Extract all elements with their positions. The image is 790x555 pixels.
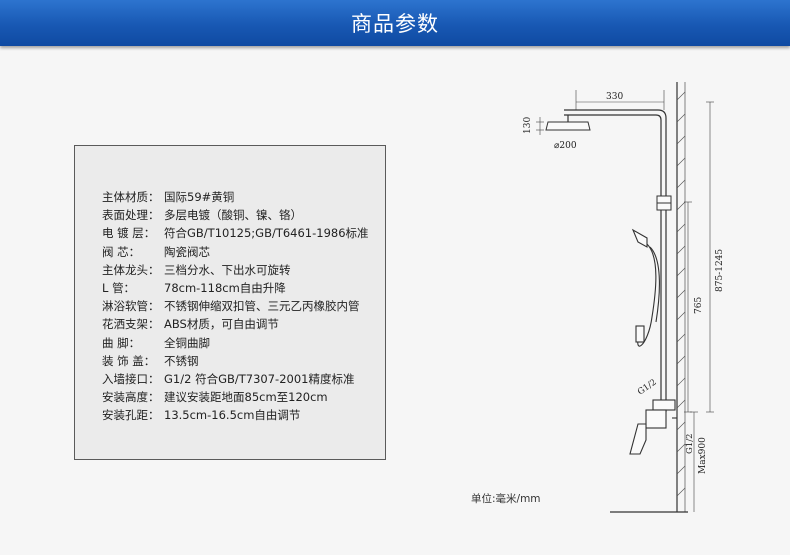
spec-value: 建议安装距地面85cm至120cm [164,390,328,405]
spec-row: 安装孔距： 13.5cm-16.5cm自由调节 [102,406,369,424]
spec-row: 花洒支架： ABS材质，可自由调节 [102,315,369,333]
spec-value: 陶瓷阀芯 [164,244,210,259]
spec-value: 不锈钢 [164,353,199,368]
page-title: 商品参数 [351,12,439,36]
spec-row: 主体龙头： 三档分水、下出水可旋转 [102,261,369,279]
shower-head: 130 ⌀200 [523,115,591,151]
mixer-valve [629,399,677,455]
dimension-rail: 765 [684,201,704,413]
spec-value: 多层电镀（酸铜、镍、铬） [164,208,302,223]
spec-label: 安装孔距： [102,408,160,423]
spec-value: ABS材质，可自由调节 [164,317,279,332]
dimension-max: Max900 [690,411,708,512]
header-banner: 商品参数 [0,0,790,46]
dim-rail-label: 765 [694,297,704,314]
slide-bracket [656,195,672,211]
spec-label: 表面处理： [102,208,160,223]
spec-row: 主体材质： 国际59#黄铜 [102,188,369,206]
shower-dimension-diagram: 330 130 ⌀200 765 [523,82,725,513]
dim-head-height-label: 130 [523,117,533,134]
spec-value: G1/2 符合GB/T7307-2001精度标准 [164,371,355,386]
dimension-range: 875-1245 [706,101,725,413]
spec-value: 符合GB/T10125;GB/T6461-1986标准 [164,226,369,241]
spec-label: 曲 脚： [102,335,141,350]
spec-label: 安装高度： [102,390,160,405]
inlet-label-top: G1/2 [636,378,659,398]
spec-label: L 管： [102,281,136,296]
spec-row: 淋浴软管： 不锈钢伸缩双扣管、三元乙丙橡胶内管 [102,297,369,315]
spec-value: 三档分水、下出水可旋转 [164,262,291,277]
spec-value: 国际59#黄铜 [164,190,235,205]
spec-row: 表面处理： 多层电镀（酸铜、镍、铬） [102,206,369,224]
spec-label: 阀 芯： [102,244,141,259]
spec-label: 主体龙头： [102,262,160,277]
dim-range-label: 875-1245 [715,249,725,292]
spec-panel: 主体材质： 国际59#黄铜 表面处理： 多层电镀（酸铜、镍、铬） 电 镀 层： 符合G… [74,145,386,460]
spec-label: 装 饰 盖： [102,353,156,368]
spec-row: 曲 脚： 全铜曲脚 [102,334,369,352]
unit-note: 单位:毫米/mm [471,493,541,505]
spec-label: 电 镀 层： [102,226,156,241]
spec-row: 电 镀 层： 符合GB/T10125;GB/T6461-1986标准 [102,224,369,242]
spec-row: 装 饰 盖： 不锈钢 [102,352,369,370]
spec-value: 全铜曲脚 [164,335,210,350]
spec-row: L 管： 78cm-118cm自由升降 [102,279,369,297]
shower-pipe [564,109,667,412]
spec-row: 安装高度： 建议安装距地面85cm至120cm [102,388,369,406]
inlet-label-side: G1/2 [685,434,695,454]
dimension-width: 330 [575,90,665,110]
dim-width-label: 330 [606,92,623,102]
spec-value: 13.5cm-16.5cm自由调节 [164,408,301,423]
spec-value: 不锈钢伸缩双扣管、三元乙丙橡胶内管 [164,299,360,314]
wall [610,82,688,513]
spec-label: 淋浴软管： [102,299,160,314]
dim-head-diameter-label: ⌀200 [554,141,577,151]
spec-value: 78cm-118cm自由升降 [164,281,286,296]
spec-label: 主体材质： [102,190,160,205]
hand-shower [631,228,660,347]
spec-row: 入墙接口： G1/2 符合GB/T7307-2001精度标准 [102,370,369,388]
spec-label: 花洒支架： [102,317,160,332]
spec-row: 阀 芯： 陶瓷阀芯 [102,243,369,261]
spec-list: 主体材质： 国际59#黄铜 表面处理： 多层电镀（酸铜、镍、铬） 电 镀 层： 符合G… [102,188,369,424]
dim-max-label: Max900 [698,437,708,474]
spec-label: 入墙接口： [102,371,160,386]
